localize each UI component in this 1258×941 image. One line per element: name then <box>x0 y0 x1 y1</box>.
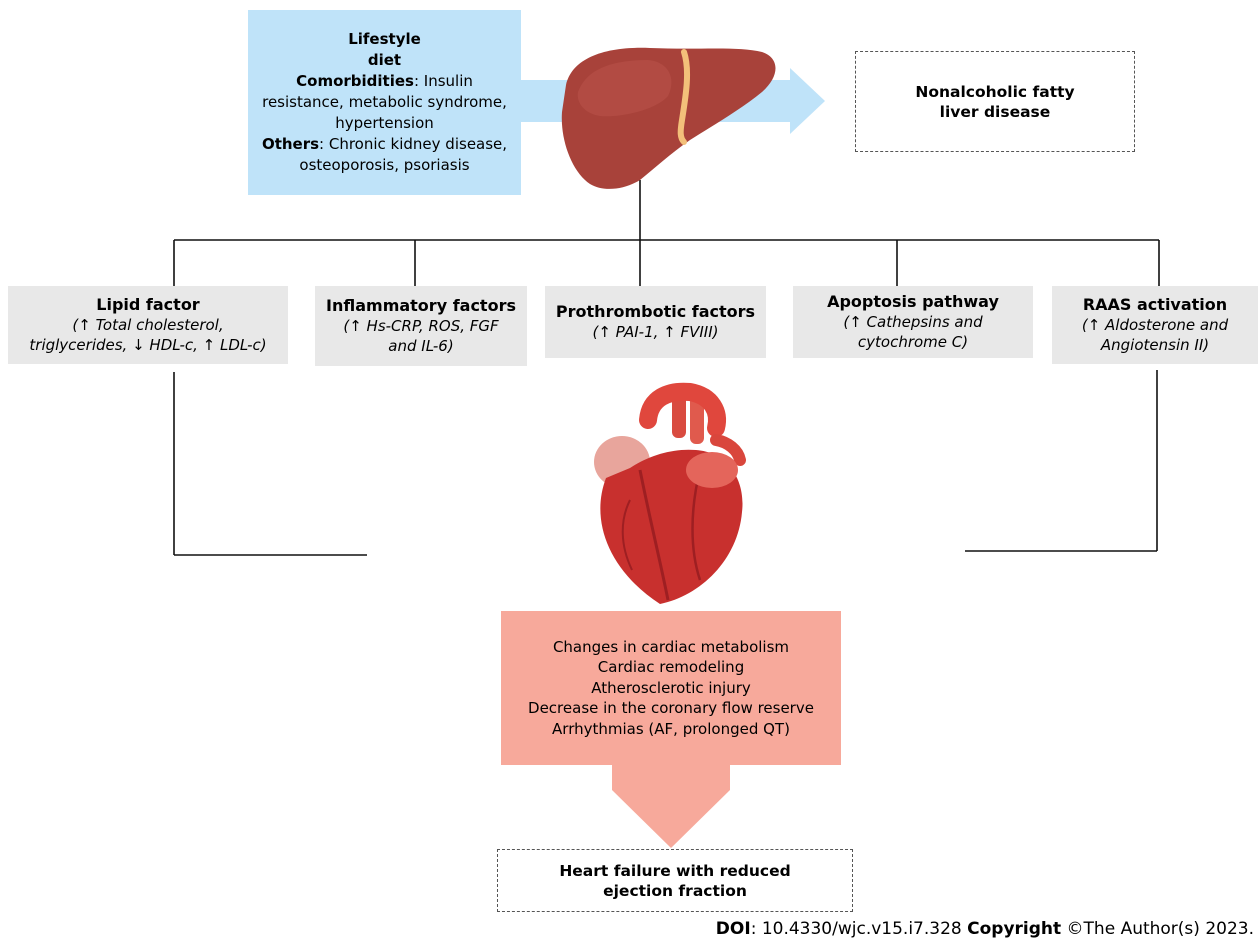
heart-icon <box>594 382 746 604</box>
copyright-label: Copyright <box>967 919 1062 939</box>
factor-desc: (↑ Aldosterone and <box>1081 316 1229 334</box>
factor-desc: (↑ Cathepsins and <box>843 313 983 331</box>
connector-lines <box>173 180 1160 556</box>
cardiac-change-item: Decrease in the coronary flow reserve <box>528 699 814 718</box>
footer-citation: DOI: 10.4330/wjc.v15.i7.328 Copyright ©T… <box>716 919 1254 939</box>
diet-label: diet <box>367 51 402 69</box>
doi-text: : 10.4330/wjc.v15.i7.328 <box>750 919 968 939</box>
cardiac-change-item: Cardiac remodeling <box>597 658 745 677</box>
lifestyle-label: Lifestyle <box>348 30 421 48</box>
copyright-text: ©The Author(s) 2023. <box>1061 919 1254 939</box>
factor-inflammatory: Inflammatory factors (↑ Hs-CRP, ROS, FGF… <box>315 286 527 366</box>
factor-desc: triglycerides, ↓ HDL-c, ↑ LDL-c) <box>29 336 267 354</box>
factor-title: Apoptosis pathway <box>827 292 999 311</box>
outcome-line-2: ejection fraction <box>603 881 747 900</box>
cardiac-change-item: Changes in cardiac metabolism <box>552 637 790 656</box>
down-arrow <box>612 764 730 848</box>
others-text: Others: Chronic kidney disease, osteopor… <box>261 135 508 174</box>
risk-factors-box: Lifestyle diet Comorbidities: Insulin re… <box>248 10 521 195</box>
factor-title: Prothrombotic factors <box>555 302 756 321</box>
nafld-line-1: Nonalcoholic fatty <box>915 82 1075 101</box>
factor-title: Inflammatory factors <box>326 296 516 315</box>
factor-raas: RAAS activation (↑ Aldosterone and Angio… <box>1052 286 1258 364</box>
outcome-line-1: Heart failure with reduced <box>559 861 791 880</box>
cardiac-change-item: Arrhythmias (AF, prolonged QT) <box>552 719 790 738</box>
factor-title: Lipid factor <box>96 295 200 314</box>
nafld-line-2: liver disease <box>939 102 1051 121</box>
nafld-box: Nonalcoholic fatty liver disease <box>855 51 1135 152</box>
factor-desc: and IL-6) <box>388 337 454 355</box>
factor-lipid: Lipid factor (↑ Total cholesterol, trigl… <box>8 286 288 364</box>
factor-prothrombotic: Prothrombotic factors (↑ PAI-1, ↑ FVIII) <box>545 286 766 358</box>
cardiac-change-item: Atherosclerotic injury <box>591 678 751 697</box>
cardiac-changes-box: Changes in cardiac metabolism Cardiac re… <box>501 611 841 765</box>
factor-desc: cytochrome C) <box>857 333 969 351</box>
factor-desc: (↑ PAI-1, ↑ FVIII) <box>592 323 719 341</box>
doi-label: DOI <box>715 919 751 939</box>
comorbidities-text: Comorbidities: Insulin resistance, metab… <box>262 72 507 132</box>
factor-apoptosis: Apoptosis pathway (↑ Cathepsins and cyto… <box>793 286 1033 358</box>
factor-desc: (↑ Hs-CRP, ROS, FGF <box>343 317 499 335</box>
factor-desc: Angiotensin II) <box>1100 336 1210 354</box>
factor-desc: (↑ Total cholesterol, <box>72 316 224 334</box>
factor-title: RAAS activation <box>1082 295 1228 314</box>
outcome-box: Heart failure with reduced ejection frac… <box>497 849 853 912</box>
liver-icon <box>561 47 776 189</box>
